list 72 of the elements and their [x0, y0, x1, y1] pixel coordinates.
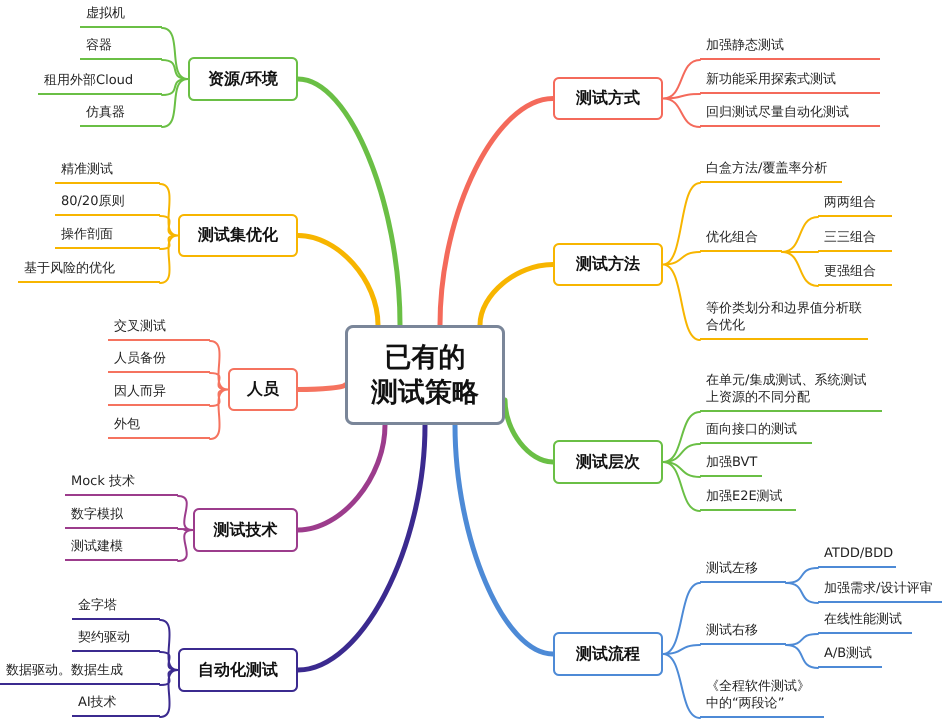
connector-line: [161, 27, 189, 80]
leaf-topic: ATDD/BDD: [818, 546, 896, 568]
leaf-topic: 虚拟机: [80, 6, 162, 28]
leaf-topic: 容器: [80, 38, 162, 60]
leaf-topic: Mock 技术: [65, 474, 178, 496]
branch-connector: [452, 422, 556, 656]
leaf-topic: 在线性能测试: [818, 612, 912, 634]
leaf-topic: 契约驱动: [72, 630, 160, 652]
leaf-topic: 三三组合: [818, 230, 892, 252]
leaf-topic: 测试左移: [700, 561, 786, 583]
connector-line: [662, 582, 701, 655]
branch-connector: [478, 262, 556, 328]
leaf-topic: 外包: [108, 417, 210, 439]
connector-line: [161, 78, 189, 128]
branch-topic-box: 人员: [228, 368, 298, 411]
leaf-topic: 基于风险的优化: [18, 261, 160, 283]
branch-topic-box: 测试方式: [553, 77, 663, 120]
leaf-topic: 两两组合: [818, 195, 892, 217]
leaf-topic: 更强组合: [818, 264, 892, 286]
connector-line: [785, 582, 819, 604]
connector-line: [177, 529, 194, 562]
connector-line: [662, 98, 701, 128]
leaf-topic: 因人而异: [108, 384, 210, 406]
branch-topic-box: 测试层次: [553, 440, 663, 484]
leaf-topic: 加强BVT: [700, 455, 762, 477]
branch-topic-box: 测试流程: [553, 632, 663, 676]
branch-connector: [296, 76, 402, 328]
leaf-topic: 白盒方法/覆盖率分析: [700, 161, 842, 183]
leaf-topic: A/B测试: [818, 646, 882, 668]
connector-line: [662, 264, 701, 341]
leaf-topic: 数据驱动。数据生成: [0, 663, 160, 685]
branch-connector: [502, 398, 556, 464]
leaf-topic: 加强E2E测试: [700, 489, 796, 511]
branch-topic-box: 自动化测试: [178, 648, 298, 692]
central-topic-box: 已有的测试策略: [345, 325, 505, 425]
leaf-topic: 租用外部Cloud: [38, 73, 162, 95]
leaf-topic: 数字模拟: [65, 507, 178, 529]
leaf-topic: 面向接口的测试: [700, 422, 812, 444]
leaf-topic: 人员备份: [108, 351, 210, 373]
branch-topic-box: 资源/环境: [188, 57, 298, 101]
connector-line: [662, 653, 701, 719]
connector-line: [662, 182, 701, 266]
leaf-topic: 回归测试尽量自动化测试: [700, 105, 880, 127]
leaf-topic: 《全程软件测试》中的“两段论”: [700, 676, 824, 718]
connector-line: [785, 644, 819, 669]
leaf-topic: 加强需求/设计评审: [818, 581, 942, 603]
leaf-topic: 新功能采用探索式测试: [700, 72, 880, 94]
connector-line: [662, 251, 701, 266]
leaf-topic: AI技术: [72, 695, 160, 717]
connector-line: [209, 388, 229, 440]
leaf-topic: 测试右移: [700, 623, 786, 645]
leaf-topic: 加强静态测试: [700, 38, 880, 60]
leaf-topic: 仿真器: [80, 105, 162, 127]
branch-connector: [296, 422, 428, 672]
branch-connector: [438, 96, 556, 328]
leaf-topic: 金字塔: [72, 598, 160, 620]
leaf-topic: 操作剖面: [55, 227, 160, 249]
branch-topic-box: 测试技术: [193, 508, 298, 552]
branch-connector: [296, 382, 348, 392]
branch-topic-box: 测试方法: [553, 243, 663, 286]
leaf-topic: 测试建模: [65, 539, 178, 561]
leaf-topic: 精准测试: [55, 162, 160, 184]
leaf-topic: 优化组合: [700, 230, 782, 252]
leaf-topic: 80/20原则: [55, 194, 160, 216]
leaf-topic: 在单元/集成测试、系统测试上资源的不同分配: [700, 370, 882, 412]
leaf-topic: 交叉测试: [108, 319, 210, 341]
connector-line: [781, 251, 819, 287]
branch-connector: [296, 422, 388, 532]
connector-line: [662, 461, 701, 512]
branch-topic-box: 测试集优化: [178, 214, 298, 257]
leaf-topic: 等价类划分和边界值分析联合优化: [700, 298, 868, 340]
branch-connector: [296, 233, 380, 328]
